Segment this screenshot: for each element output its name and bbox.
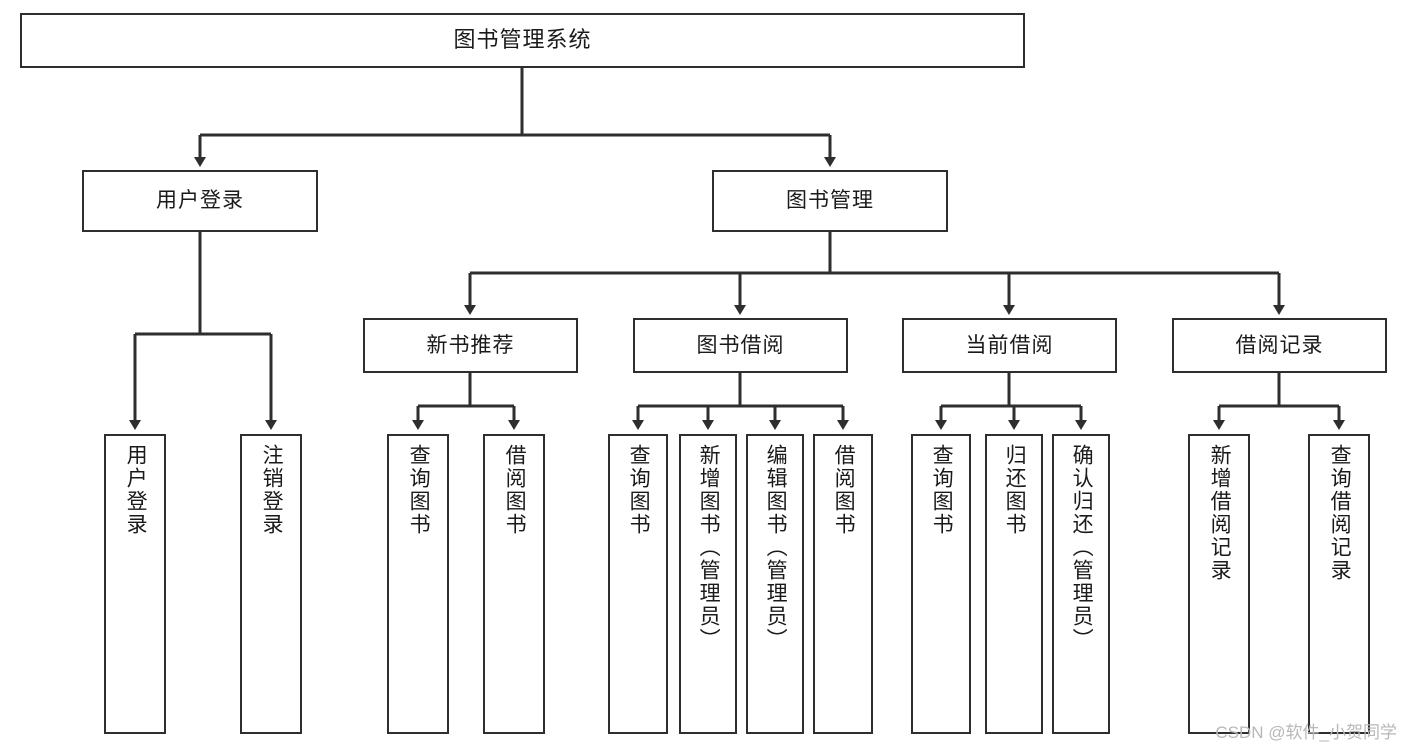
node-label: 查询图书 — [930, 444, 954, 536]
leaf-logout[interactable]: 注销登录 — [240, 434, 302, 734]
leaf-add-book-admin[interactable]: 新增图书（管理员） — [679, 434, 737, 734]
node-label: 新增图书（管理员） — [697, 444, 721, 651]
node-label: 查询图书 — [627, 444, 651, 536]
leaf-query-borrow-record[interactable]: 查询借阅记录 — [1308, 434, 1370, 734]
leaf-borrow-book-recommend[interactable]: 借阅图书 — [483, 434, 545, 734]
node-label: 图书借阅 — [696, 333, 785, 357]
node-root[interactable]: 图书管理系统 — [20, 13, 1025, 68]
node-label: 借阅记录 — [1235, 333, 1324, 357]
leaf-borrow-book[interactable]: 借阅图书 — [813, 434, 873, 734]
node-new-book-recommend[interactable]: 新书推荐 — [363, 318, 578, 373]
node-user-login[interactable]: 用户登录 — [82, 170, 318, 232]
leaf-edit-book-admin[interactable]: 编辑图书（管理员） — [746, 434, 804, 734]
node-label: 借阅图书 — [503, 444, 527, 536]
leaf-query-book-current[interactable]: 查询图书 — [911, 434, 971, 734]
node-borrow-record[interactable]: 借阅记录 — [1172, 318, 1387, 373]
leaf-return-book[interactable]: 归还图书 — [985, 434, 1043, 734]
node-label: 归还图书 — [1003, 444, 1027, 536]
leaf-confirm-return-admin[interactable]: 确认归还（管理员） — [1052, 434, 1110, 734]
node-label: 新增借阅记录 — [1208, 444, 1232, 582]
node-label: 查询借阅记录 — [1328, 444, 1352, 582]
leaf-query-book-borrow[interactable]: 查询图书 — [608, 434, 668, 734]
node-book-management[interactable]: 图书管理 — [712, 170, 948, 232]
node-label: 借阅图书 — [832, 444, 856, 536]
node-label: 确认归还（管理员） — [1070, 444, 1094, 651]
node-book-borrow[interactable]: 图书借阅 — [633, 318, 848, 373]
csdn-watermark: CSDN @软件_小贺同学 — [1215, 723, 1397, 742]
node-label: 图书管理系统 — [453, 27, 592, 53]
node-label: 用户登录 — [124, 444, 148, 536]
leaf-query-book-recommend[interactable]: 查询图书 — [387, 434, 449, 734]
node-label: 图书管理 — [786, 189, 874, 213]
node-label: 注销登录 — [260, 444, 284, 536]
node-label: 用户登录 — [156, 189, 244, 213]
node-current-borrow[interactable]: 当前借阅 — [902, 318, 1117, 373]
leaf-add-borrow-record[interactable]: 新增借阅记录 — [1188, 434, 1250, 734]
leaf-user-login[interactable]: 用户登录 — [104, 434, 166, 734]
node-label: 当前借阅 — [965, 333, 1054, 357]
node-label: 查询图书 — [407, 444, 431, 536]
node-label: 新书推荐 — [426, 333, 515, 357]
node-label: 编辑图书（管理员） — [764, 444, 788, 651]
